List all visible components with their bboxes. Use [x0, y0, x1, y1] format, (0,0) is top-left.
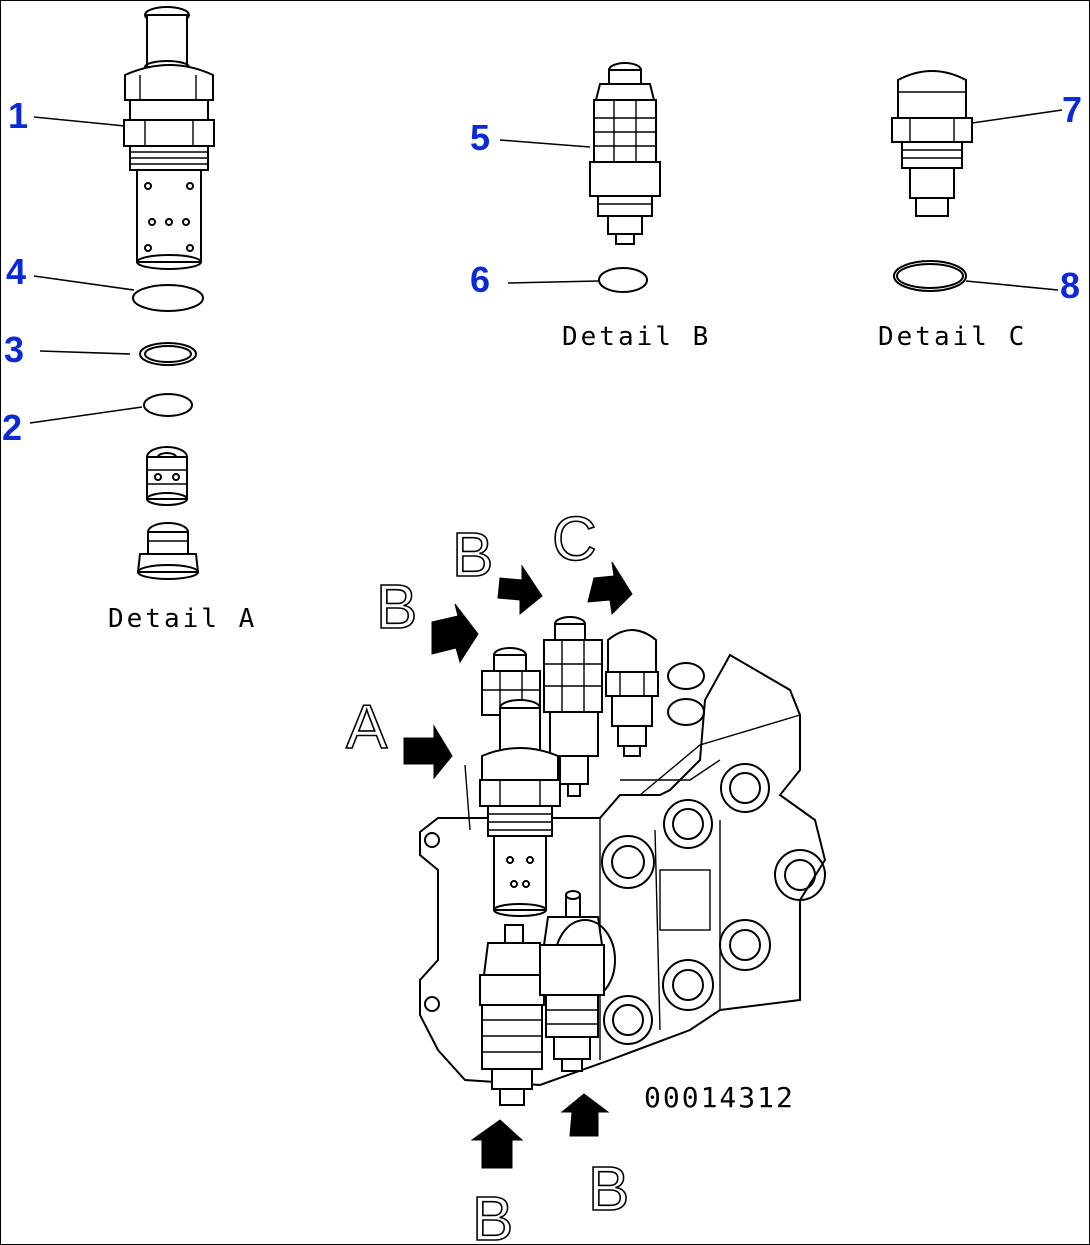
spring-piece	[146, 446, 188, 506]
backup-ring-part-3	[139, 342, 197, 366]
view-letter-b-bottom: B	[472, 1185, 513, 1245]
detail-c-label: Detail C	[878, 322, 1027, 352]
view-letter-b-bottom-right: B	[588, 1155, 629, 1224]
view-letter-c-top: C	[552, 505, 597, 574]
view-letter-a: A	[346, 693, 388, 762]
assembly-valve-b-right	[539, 890, 616, 1072]
svg-text:7: 7	[1062, 89, 1082, 130]
svg-text:3: 3	[4, 329, 24, 370]
callout-6: 6	[470, 259, 599, 300]
plug-part-7	[891, 70, 973, 217]
callout-1: 1	[8, 95, 126, 136]
arrow-b-bottom-right	[560, 1093, 610, 1137]
o-ring-part-6	[598, 267, 648, 293]
callout-3: 3	[4, 329, 131, 370]
assembly-valve-b-top	[543, 616, 603, 797]
svg-text:6: 6	[470, 259, 490, 300]
callout-7: 7	[971, 89, 1082, 130]
svg-text:4: 4	[6, 251, 26, 292]
view-letter-b-top: B	[452, 521, 493, 590]
arrow-b-left	[431, 603, 479, 664]
assembly-plug-c	[605, 629, 659, 757]
svg-text:5: 5	[470, 117, 490, 158]
callout-5: 5	[470, 117, 591, 158]
plug-piece	[136, 522, 200, 580]
assembly-valve-b-bottom	[479, 924, 547, 1106]
valve-part-5	[589, 62, 661, 245]
o-ring-part-8	[893, 260, 967, 292]
callout-2: 2	[2, 406, 143, 448]
o-ring-part-4	[132, 284, 204, 312]
svg-text:1: 1	[8, 95, 28, 136]
arrow-b-bottom	[470, 1119, 524, 1169]
svg-text:2: 2	[2, 407, 22, 448]
arrow-a	[403, 724, 453, 780]
callout-4: 4	[6, 251, 135, 292]
arrow-c-top	[587, 561, 633, 616]
callout-8: 8	[965, 265, 1080, 306]
assembly-valve-a	[479, 699, 561, 917]
relief-valve-part-1	[123, 6, 215, 270]
svg-text:8: 8	[1060, 265, 1080, 306]
o-ring-part-2	[143, 393, 193, 417]
detail-b-label: Detail B	[562, 322, 711, 352]
view-letter-b-left: B	[376, 573, 417, 642]
detail-a-label: Detail A	[108, 604, 257, 634]
arrow-b-top	[497, 564, 543, 616]
drawing-code: 00014312	[644, 1081, 795, 1114]
